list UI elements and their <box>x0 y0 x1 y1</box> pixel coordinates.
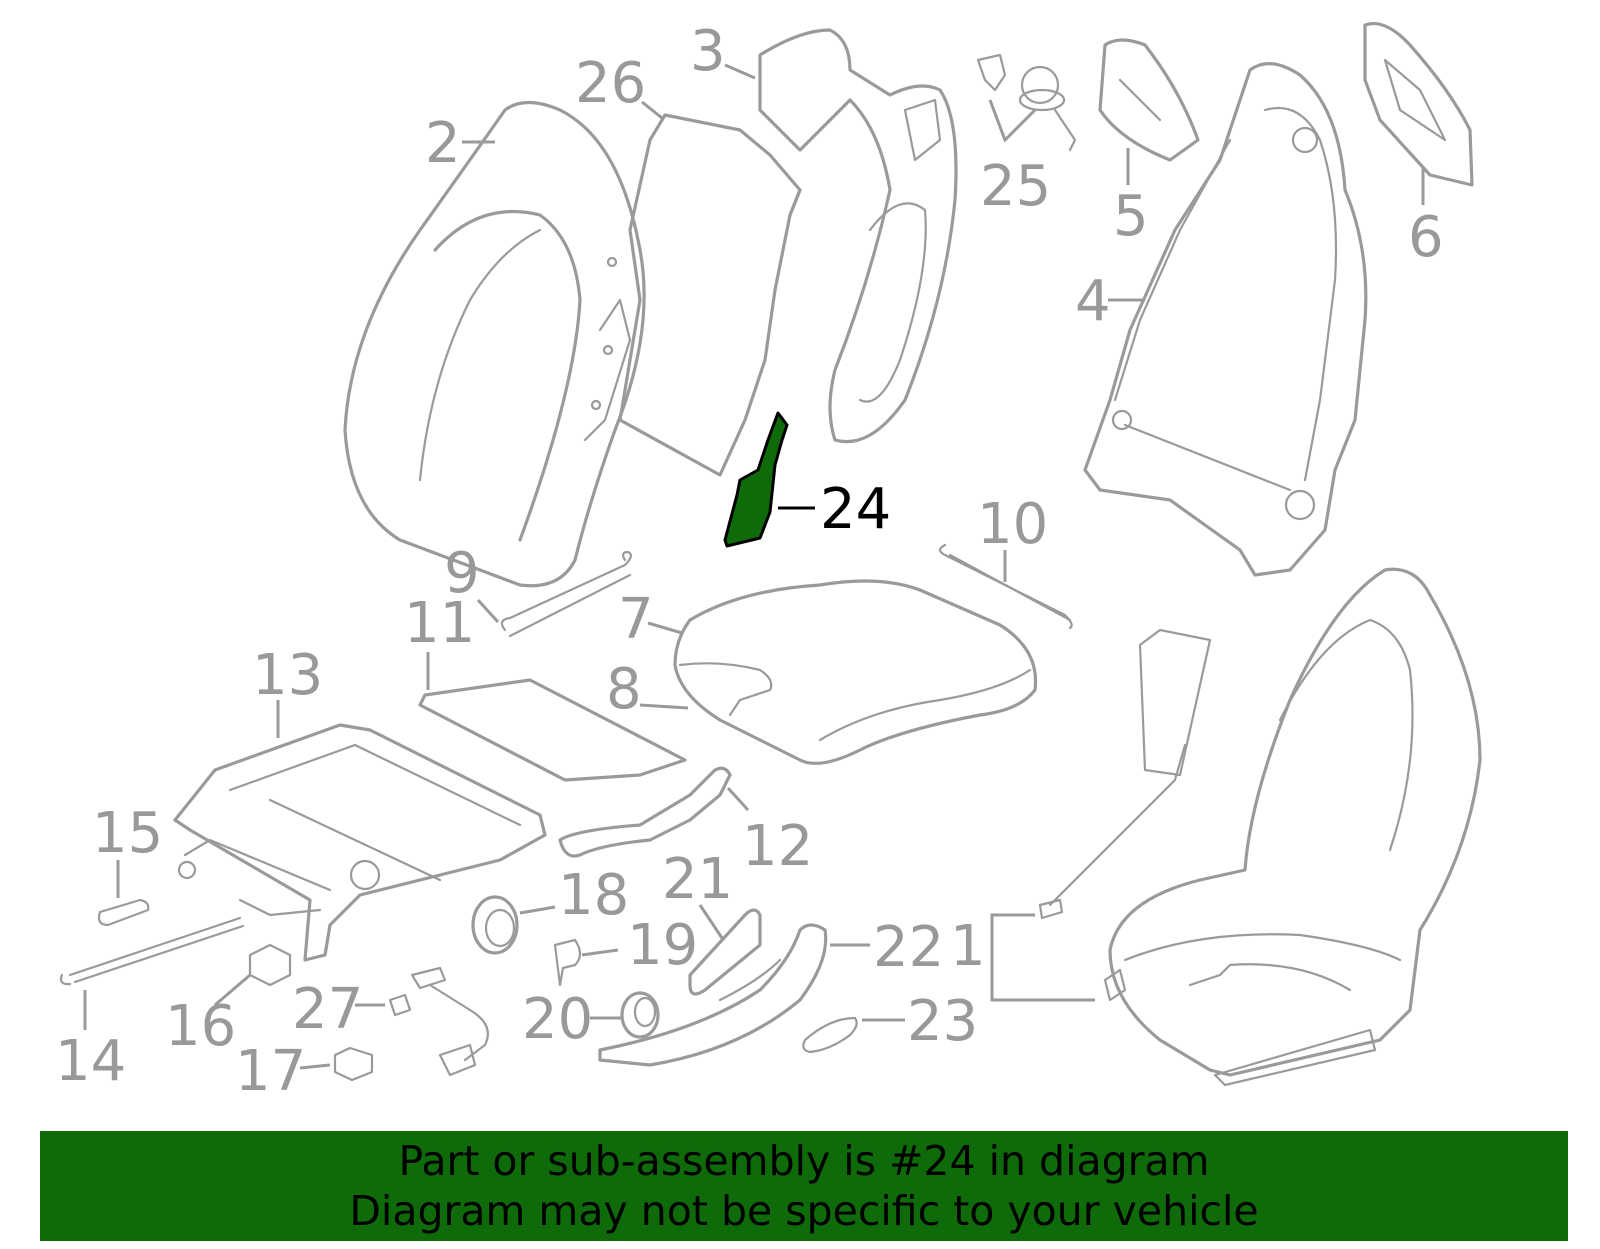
part-13-seat-frame[interactable] <box>173 723 547 962</box>
callout-14[interactable]: 14 <box>55 1029 126 1094</box>
part-15-pin[interactable] <box>97 898 150 927</box>
callout-15[interactable]: 15 <box>92 801 163 866</box>
leader-18 <box>519 905 556 915</box>
callout-7[interactable]: 7 <box>618 587 654 652</box>
part-5-headrest-guide[interactable] <box>1098 38 1200 162</box>
part-16-clip[interactable] <box>248 943 292 987</box>
leader-1 <box>990 913 1095 1002</box>
leader-16 <box>214 973 251 1007</box>
callout-18[interactable]: 18 <box>558 863 629 928</box>
callout-labels: 1 2 3 4 5 6 7 8 9 10 11 12 13 14 15 16 1… <box>55 19 1444 1104</box>
callout-26[interactable]: 26 <box>575 51 646 116</box>
callout-6[interactable]: 6 <box>1408 205 1444 270</box>
callout-27[interactable]: 27 <box>292 977 363 1042</box>
callout-12[interactable]: 12 <box>742 814 813 879</box>
part-19-bracket[interactable] <box>553 938 582 987</box>
banner-line-part: Part or sub-assembly is #24 in diagram <box>398 1137 1210 1185</box>
callout-1[interactable]: 1 <box>950 914 986 979</box>
part-3-side-panel[interactable] <box>758 28 958 444</box>
part-27-harness[interactable] <box>388 966 489 1077</box>
part-4-seat-back-frame[interactable] <box>1083 62 1368 577</box>
part-21-trim-strip[interactable] <box>688 908 762 996</box>
part-26-pad[interactable] <box>618 113 802 477</box>
leader-19 <box>581 948 619 957</box>
part-22-side-shield[interactable] <box>598 923 828 1067</box>
leader-25 <box>988 99 1037 143</box>
leader-7 <box>647 621 683 635</box>
callout-3[interactable]: 3 <box>690 19 726 84</box>
info-banner: Part or sub-assembly is #24 in diagram D… <box>40 1131 1568 1241</box>
callout-10[interactable]: 10 <box>977 492 1048 557</box>
part-23-button[interactable] <box>802 1016 858 1054</box>
callout-24[interactable]: 24 <box>820 477 891 542</box>
callout-4[interactable]: 4 <box>1075 269 1111 334</box>
callout-9[interactable]: 9 <box>444 541 480 606</box>
part-10-wire[interactable] <box>938 543 1073 630</box>
part-24-highlighted-trim[interactable] <box>723 411 789 548</box>
part-18-knob[interactable] <box>471 895 519 955</box>
callout-2[interactable]: 2 <box>425 111 461 176</box>
callout-21[interactable]: 21 <box>662 847 733 912</box>
leader-26 <box>641 100 663 120</box>
parts-diagram: 1 2 3 4 5 6 7 8 9 10 11 12 13 14 15 16 1… <box>55 19 1482 1104</box>
banner-line-disclaimer: Diagram may not be specific to your vehi… <box>349 1187 1259 1235</box>
callout-25[interactable]: 25 <box>980 154 1051 219</box>
leader-21 <box>698 904 724 939</box>
callout-22[interactable]: 22 <box>873 915 944 980</box>
callout-11[interactable]: 11 <box>404 591 475 656</box>
part-11-cushion-pad[interactable] <box>418 678 687 782</box>
part-12-trim[interactable] <box>558 766 732 858</box>
part-2-seat-back-cover[interactable] <box>343 100 646 588</box>
part-14-spring[interactable] <box>59 916 245 986</box>
leader-lines <box>83 63 1425 1070</box>
part-6-back-panel[interactable] <box>1363 22 1474 187</box>
part-25-clip-bezel[interactable] <box>976 53 1077 152</box>
callout-23[interactable]: 23 <box>907 989 978 1054</box>
callout-17[interactable]: 17 <box>235 1039 306 1104</box>
callout-13[interactable]: 13 <box>252 643 323 708</box>
callout-20[interactable]: 20 <box>522 987 593 1052</box>
callout-16[interactable]: 16 <box>165 994 236 1059</box>
callout-8[interactable]: 8 <box>606 657 642 722</box>
callout-5[interactable]: 5 <box>1113 184 1149 249</box>
callout-19[interactable]: 19 <box>627 913 698 978</box>
leader-3 <box>724 63 756 80</box>
part-7-seat-cushion-cover[interactable] <box>673 579 1038 765</box>
part-9-wire[interactable] <box>500 550 632 638</box>
leader-9 <box>476 598 500 624</box>
leader-12 <box>726 786 750 812</box>
part-17-connector[interactable] <box>333 1046 374 1082</box>
part-20-knob[interactable] <box>620 991 660 1039</box>
leader-17 <box>299 1063 331 1070</box>
leader-8 <box>639 703 689 710</box>
part-1-seat-assembly[interactable] <box>1038 567 1482 1087</box>
